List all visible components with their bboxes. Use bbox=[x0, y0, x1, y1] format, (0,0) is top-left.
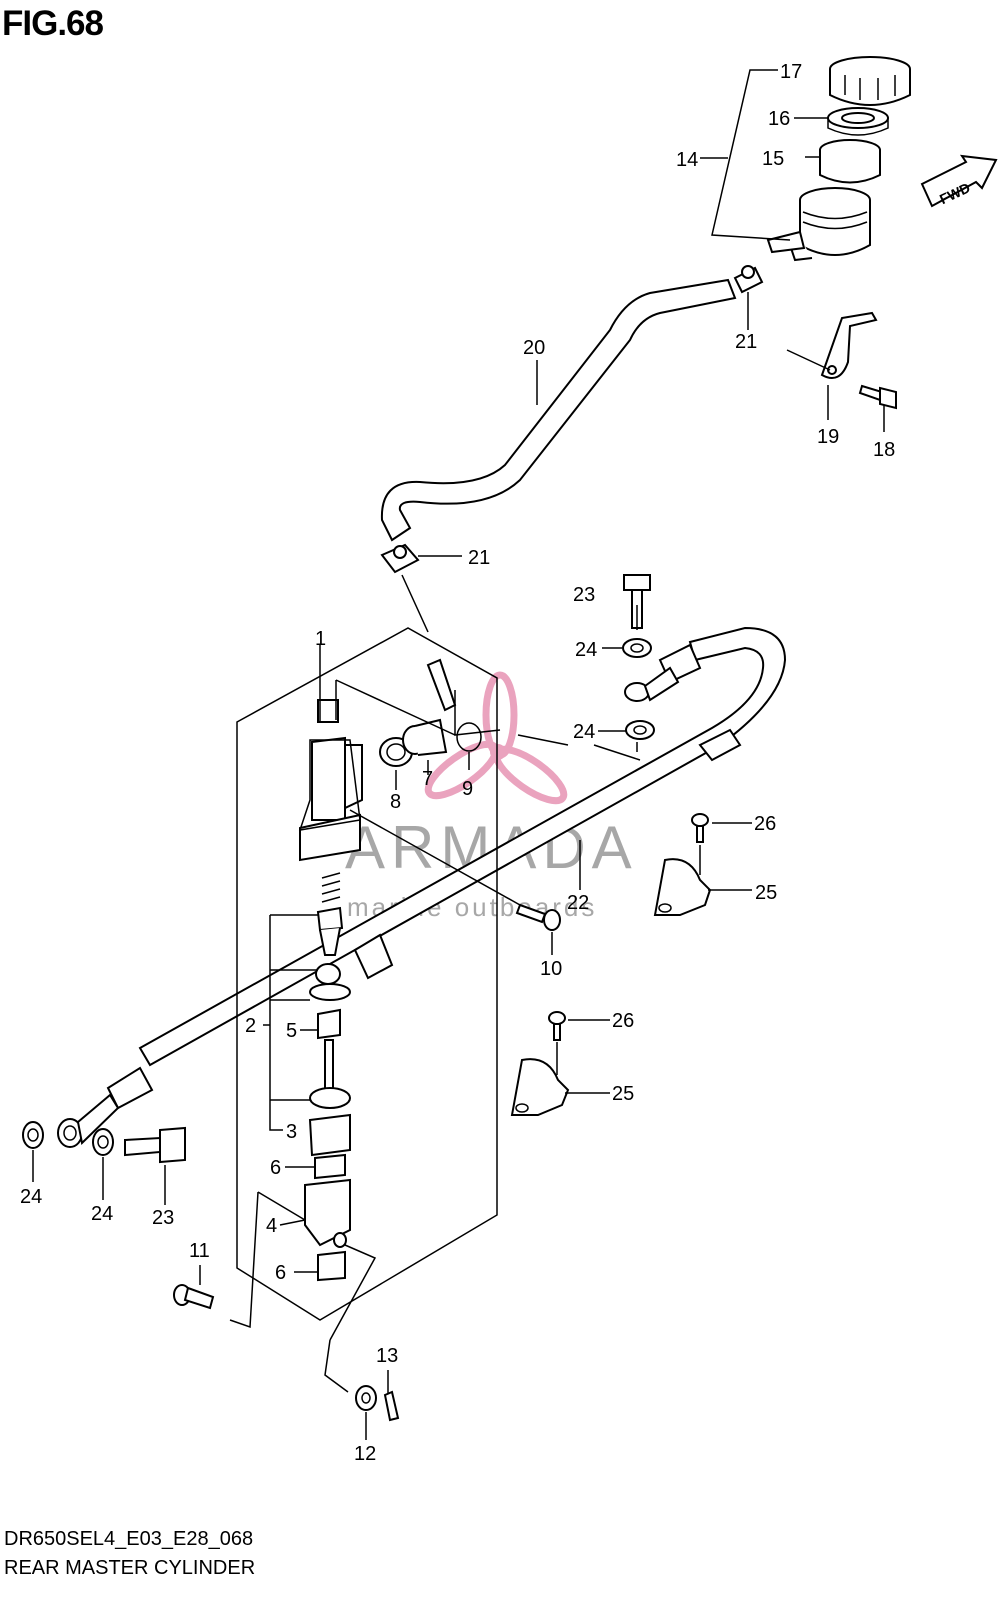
model-code: DR650SEL4_E03_E28_068 bbox=[4, 1528, 254, 1550]
callout-6-lower: 6 bbox=[275, 1262, 286, 1284]
bolt-18 bbox=[858, 384, 897, 410]
callout-14: 14 bbox=[676, 149, 698, 171]
callout-10: 10 bbox=[540, 958, 562, 980]
callout-26-lower: 26 bbox=[612, 1010, 634, 1032]
callout-12: 12 bbox=[354, 1443, 376, 1465]
callout-labels: 1 2 3 4 5 6 6 7 8 9 10 11 12 13 14 15 16… bbox=[20, 61, 895, 1465]
callout-18: 18 bbox=[873, 439, 895, 461]
connector-7 bbox=[402, 718, 448, 756]
callout-24-a: 24 bbox=[575, 639, 597, 661]
washer-24-d bbox=[92, 1128, 114, 1156]
hose-sleeve bbox=[698, 728, 742, 762]
callout-23-lower: 23 bbox=[152, 1207, 174, 1229]
banjo-fitting-upper bbox=[624, 666, 680, 702]
master-cylinder-body bbox=[298, 699, 363, 862]
callout-23-upper: 23 bbox=[573, 584, 595, 606]
callout-9: 9 bbox=[462, 778, 473, 800]
screw-10 bbox=[515, 903, 561, 931]
callout-6-upper: 6 bbox=[270, 1157, 281, 1179]
nut-6 bbox=[314, 1153, 346, 1180]
callout-21-upper: 21 bbox=[735, 331, 757, 353]
hose-clamp-21-top bbox=[733, 265, 764, 294]
hose-clamp-21-lower bbox=[380, 543, 420, 574]
screw-26-lower bbox=[548, 1011, 566, 1041]
hose-guide-25-lower bbox=[510, 1058, 570, 1116]
screw-26-upper bbox=[691, 813, 709, 843]
callout-26-upper: 26 bbox=[754, 813, 776, 835]
pin-11 bbox=[173, 1284, 215, 1310]
boot-3 bbox=[308, 1087, 351, 1157]
callout-2: 2 bbox=[245, 1015, 256, 1037]
callout-13: 13 bbox=[376, 1345, 398, 1367]
union-bolt-23-lower bbox=[124, 1126, 186, 1164]
callout-5: 5 bbox=[286, 1020, 297, 1042]
callout-11: 11 bbox=[189, 1240, 210, 1262]
callout-7: 7 bbox=[422, 768, 433, 790]
callout-19: 19 bbox=[817, 426, 839, 448]
callout-24-c: 24 bbox=[20, 1186, 42, 1208]
reservoir-bracket-19 bbox=[820, 311, 878, 379]
washer-24-b bbox=[625, 720, 655, 740]
nut-6-lower bbox=[317, 1250, 346, 1282]
callout-25-lower: 25 bbox=[612, 1083, 634, 1105]
callout-20: 20 bbox=[523, 337, 545, 359]
clevis-4 bbox=[304, 1178, 351, 1248]
cotter-pin-13 bbox=[383, 1390, 400, 1422]
union-bolt-23-upper bbox=[623, 574, 651, 629]
pushrod-5 bbox=[317, 1008, 341, 1091]
callout-1: 1 bbox=[315, 628, 326, 650]
washer-12 bbox=[355, 1385, 377, 1411]
hose-sleeve bbox=[353, 933, 394, 980]
leader-lines bbox=[32, 69, 885, 1440]
piston-cup bbox=[316, 906, 344, 956]
callout-25-upper: 25 bbox=[755, 882, 777, 904]
circlip-9 bbox=[456, 722, 482, 752]
spring bbox=[321, 872, 341, 903]
reservoir-hose-20 bbox=[380, 278, 737, 542]
callout-21-lower: 21 bbox=[468, 547, 490, 569]
hose-guide-25-upper bbox=[653, 858, 712, 916]
callout-4: 4 bbox=[266, 1215, 277, 1237]
callout-22: 22 bbox=[567, 892, 589, 914]
callout-16: 16 bbox=[768, 108, 790, 130]
assembly-boundary-1 bbox=[236, 627, 498, 1321]
diaphragm-15 bbox=[819, 139, 881, 184]
callout-8: 8 bbox=[390, 791, 401, 813]
callout-17: 17 bbox=[780, 61, 802, 83]
callout-3: 3 bbox=[286, 1121, 297, 1143]
reservoir-cap-17 bbox=[829, 56, 911, 106]
piston-seal bbox=[309, 963, 351, 1001]
reservoir-outlet-pipe bbox=[766, 230, 806, 254]
figure-caption: REAR MASTER CYLINDER bbox=[4, 1557, 256, 1579]
diaphragm-plate-16 bbox=[827, 107, 889, 136]
fwd-arrow-icon: FWD bbox=[920, 154, 998, 208]
washer-24-c bbox=[22, 1121, 44, 1149]
callout-24-d: 24 bbox=[91, 1203, 113, 1225]
inlet-pipe bbox=[426, 658, 457, 712]
callout-24-b: 24 bbox=[573, 721, 595, 743]
figure-title: FIG.68 bbox=[2, 4, 104, 43]
callout-15: 15 bbox=[762, 148, 784, 170]
washer-24-a bbox=[622, 638, 652, 658]
banjo-fitting-lower bbox=[57, 1093, 120, 1148]
brake-hose-22 bbox=[138, 626, 787, 1067]
